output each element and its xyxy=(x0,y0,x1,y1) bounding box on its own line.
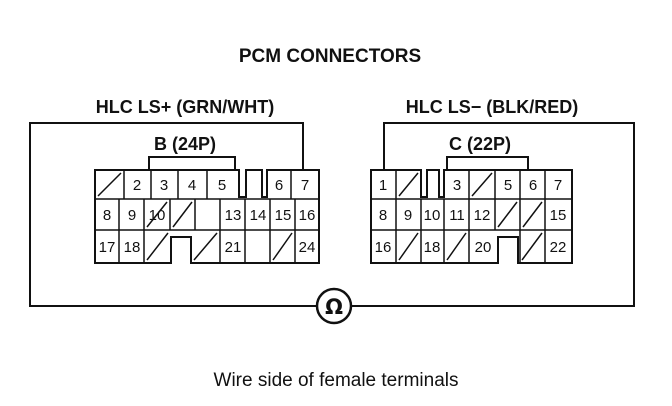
pin-number: 15 xyxy=(550,207,567,224)
pin-number: 18 xyxy=(424,239,441,256)
test-lead-right xyxy=(352,122,635,307)
pin-number: 6 xyxy=(529,177,537,194)
pin-number: 18 xyxy=(124,239,141,256)
empty-cell-slash xyxy=(172,201,193,228)
pin-number: 9 xyxy=(404,207,412,224)
empty-cell-slash xyxy=(193,232,218,261)
connector-b-outline xyxy=(94,169,320,264)
diagram-title: PCM CONNECTORS xyxy=(239,46,421,67)
pin-number: 10 xyxy=(424,207,441,224)
empty-cell-slash xyxy=(521,232,543,261)
pin-number: 9 xyxy=(128,207,136,224)
pin-number: 8 xyxy=(103,207,111,224)
pin-number: 5 xyxy=(504,177,512,194)
pin-number: 4 xyxy=(188,177,196,194)
empty-cell-slash xyxy=(97,172,122,197)
pin-number: 12 xyxy=(474,207,491,224)
caption: Wire side of female terminals xyxy=(214,370,459,391)
pin-number: 16 xyxy=(375,239,392,256)
connector-b-latch xyxy=(148,156,236,170)
pin-number: 6 xyxy=(275,177,283,194)
empty-cell-slash xyxy=(146,232,169,261)
pin-number: 3 xyxy=(453,177,461,194)
pin-number: 15 xyxy=(275,207,292,224)
ohm-symbol: Ω xyxy=(325,295,343,319)
empty-cell-slash xyxy=(471,172,493,197)
empty-cell-slash xyxy=(446,232,467,261)
pin-number: 1 xyxy=(379,177,387,194)
pin-number: 3 xyxy=(160,177,168,194)
pin-number: 17 xyxy=(99,239,116,256)
right-probe-label: HLC LS− (BLK/RED) xyxy=(406,97,579,117)
ohmmeter-circle xyxy=(315,287,353,325)
pin-number: 2 xyxy=(133,177,141,194)
pin-number: 11 xyxy=(449,207,465,224)
pin-number: 13 xyxy=(225,207,242,224)
empty-cell-slash xyxy=(497,201,518,228)
connector-c-outline xyxy=(370,169,573,264)
connector-b-label: B (24P) xyxy=(154,134,216,154)
ohmmeter: Ω xyxy=(315,287,353,325)
pin-number: 5 xyxy=(218,177,226,194)
connector-b: 2 3 4 5 6 7 8 9 10 13 14 15 16 17 18 21 … xyxy=(94,169,320,264)
pin-number: 7 xyxy=(301,177,309,194)
empty-cell-slash xyxy=(398,232,419,261)
pin-number: 8 xyxy=(379,207,387,224)
pin-number: 14 xyxy=(250,207,267,224)
pin-number: 22 xyxy=(550,239,567,256)
pin-number: 16 xyxy=(299,207,316,224)
pin-number: 7 xyxy=(554,177,562,194)
left-probe-label: HLC LS+ (GRN/WHT) xyxy=(96,97,274,117)
pin-number: 20 xyxy=(475,239,492,256)
empty-cell-slash xyxy=(522,201,543,228)
pin-number: 21 xyxy=(225,239,242,256)
connector-c-latch xyxy=(446,156,529,170)
empty-cell-slash xyxy=(146,201,168,228)
empty-cell-slash xyxy=(398,172,419,197)
test-lead-left xyxy=(29,122,316,307)
connector-c: 1 3 5 6 7 8 9 10 11 12 15 16 18 20 22 xyxy=(370,169,573,264)
pin-number: 10 xyxy=(149,207,166,224)
connector-c-label: C (22P) xyxy=(449,134,511,154)
empty-cell-slash xyxy=(272,232,293,261)
pin-number: 24 xyxy=(299,239,316,256)
